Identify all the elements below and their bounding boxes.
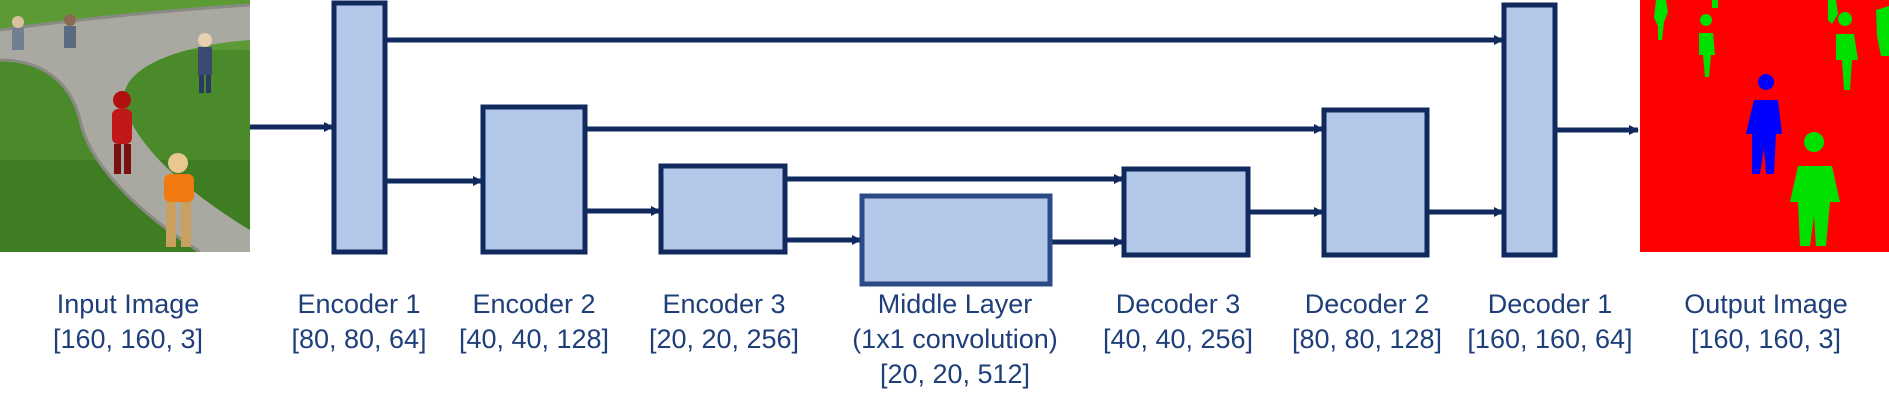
encoder-3-label: Encoder 3 [20, 20, 256] [614,287,834,357]
segmented-person [1654,0,1668,40]
decoder-3-title: Decoder 3 [1115,289,1241,319]
decoder-2-block [1321,107,1430,258]
decoder-1-title: Decoder 1 [1487,289,1613,319]
segmented-person [1836,12,1858,90]
decoder-1-block [1501,2,1558,258]
output-image [1640,0,1889,252]
person-figure [164,153,194,247]
output-image-label: Output Image [160, 160, 3] [1656,287,1876,357]
encoder-2-block [480,104,588,255]
blocks [331,0,1558,287]
person-figure [198,33,212,93]
input-image-label: Input Image [160, 160, 3] [18,287,238,357]
forward-arrows [250,122,1639,247]
middle-layer-shape: [20, 20, 512] [879,359,1031,389]
encoder-2-title: Encoder 2 [472,289,596,319]
encoder-3-block [658,163,788,255]
person-figure [64,14,76,48]
decoder-1-shape: [160, 160, 64] [1467,324,1633,354]
encoder-1-shape: [80, 80, 64] [291,324,427,354]
encoder-2-shape: [40, 40, 128] [458,324,610,354]
middle-layer-title: Middle Layer [877,289,1033,319]
output-image-title: Output Image [1684,289,1848,319]
segmented-person [1790,132,1840,246]
person-figure [12,16,24,50]
input-image-title: Input Image [56,289,200,319]
decoder-1-label: Decoder 1 [160, 160, 64] [1440,287,1660,357]
decoder-3-block [1121,166,1251,258]
encoder-1-title: Encoder 1 [297,289,421,319]
segmented-person [1876,6,1889,56]
middle-layer-subtitle: (1x1 convolution) [852,324,1058,354]
input-image [0,0,250,252]
encoder-1-block [331,0,388,255]
segmented-target [1746,74,1782,174]
decoder-2-shape: [80, 80, 128] [1291,324,1443,354]
segmented-person [1699,14,1715,78]
input-image-shape: [160, 160, 3] [52,324,204,354]
decoder-3-label: Decoder 3 [40, 40, 256] [1068,287,1288,357]
person-figure [112,91,132,174]
decoder-3-shape: [40, 40, 256] [1102,324,1254,354]
segmented-person [1712,0,1718,8]
encoder-3-shape: [20, 20, 256] [648,324,800,354]
skip-connections [385,35,1504,184]
encoder-2-label: Encoder 2 [40, 40, 128] [424,287,644,357]
decoder-2-title: Decoder 2 [1304,289,1430,319]
output-image-shape: [160, 160, 3] [1690,324,1842,354]
middle-layer-block [859,193,1053,287]
encoder-1-label: Encoder 1 [80, 80, 64] [249,287,469,357]
middle-layer-label: Middle Layer (1x1 convolution) [20, 20, … [825,287,1085,392]
encoder-3-title: Encoder 3 [662,289,786,319]
segmented-person [1828,0,1838,24]
decoder-2-label: Decoder 2 [80, 80, 128] [1257,287,1477,357]
